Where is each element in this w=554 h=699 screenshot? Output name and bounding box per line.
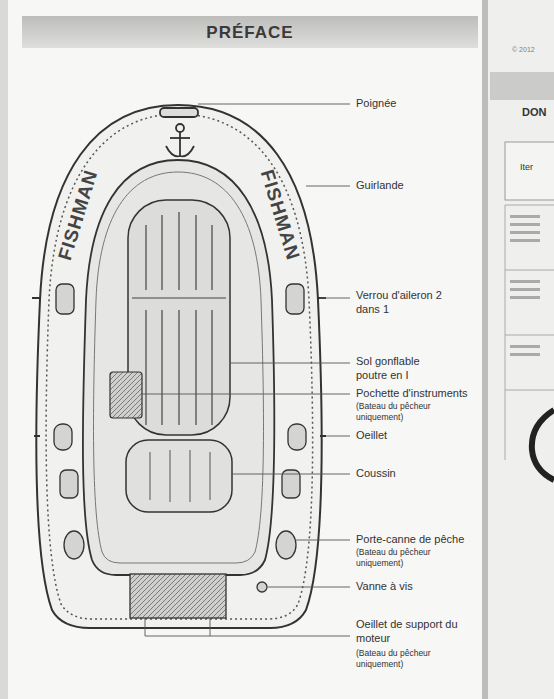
i-beams: [132, 212, 226, 425]
inner-tube-line: [94, 172, 264, 563]
right-page: [488, 0, 554, 699]
part-label: Poignée: [356, 97, 466, 111]
note-label: (Bateau du pêcheur uniquement): [356, 547, 444, 568]
part-label: Oeillet de support du moteur: [356, 618, 460, 646]
cushion: [126, 440, 232, 512]
left-page: [8, 0, 482, 699]
instrument-pouch: [110, 372, 142, 418]
side-loops: [32, 298, 326, 436]
section-heading: DON: [522, 106, 554, 120]
inflatable-floor: [128, 200, 230, 435]
table-box: [505, 142, 554, 200]
note-label: (Bateau du pêcheur uniquement): [356, 401, 444, 422]
copyright-text: © 2012: [512, 46, 552, 55]
outer-hull: [36, 105, 321, 628]
part-label: Verrou d'aileron 2 dans 1: [356, 289, 448, 317]
page-title: PRÉFACE: [22, 22, 478, 43]
table-rows: [510, 215, 540, 356]
part-label: Coussin: [356, 467, 466, 481]
header-band: [490, 72, 554, 100]
part-label: Oeillet: [356, 429, 466, 443]
page-gutter: [482, 0, 488, 699]
part-label: Vanne à vis: [356, 580, 466, 594]
fittings: [54, 284, 306, 592]
handle-anchor: [160, 108, 198, 156]
part-label: Pochette d'instruments: [356, 387, 478, 401]
leader-lines: [142, 104, 350, 636]
rope-guirlande: [46, 114, 313, 619]
part-label: Porte-canne de pêche: [356, 533, 478, 547]
table-lines: [505, 205, 554, 460]
part-label: Sol gonflable poutre en I: [356, 355, 438, 383]
cable: [532, 410, 554, 480]
motor-mount: [130, 574, 226, 618]
title-band: [22, 16, 478, 48]
brand-text: FISHMAN: [255, 167, 305, 263]
brand-text: FISHMAN: [53, 167, 103, 263]
cushion-lines: [150, 450, 210, 502]
inner-tube-edge: [83, 160, 275, 575]
note-label: (Bateau du pêcheur uniquement): [356, 648, 444, 669]
table-header: Iter: [520, 162, 552, 173]
part-label: Guirlande: [356, 179, 466, 193]
